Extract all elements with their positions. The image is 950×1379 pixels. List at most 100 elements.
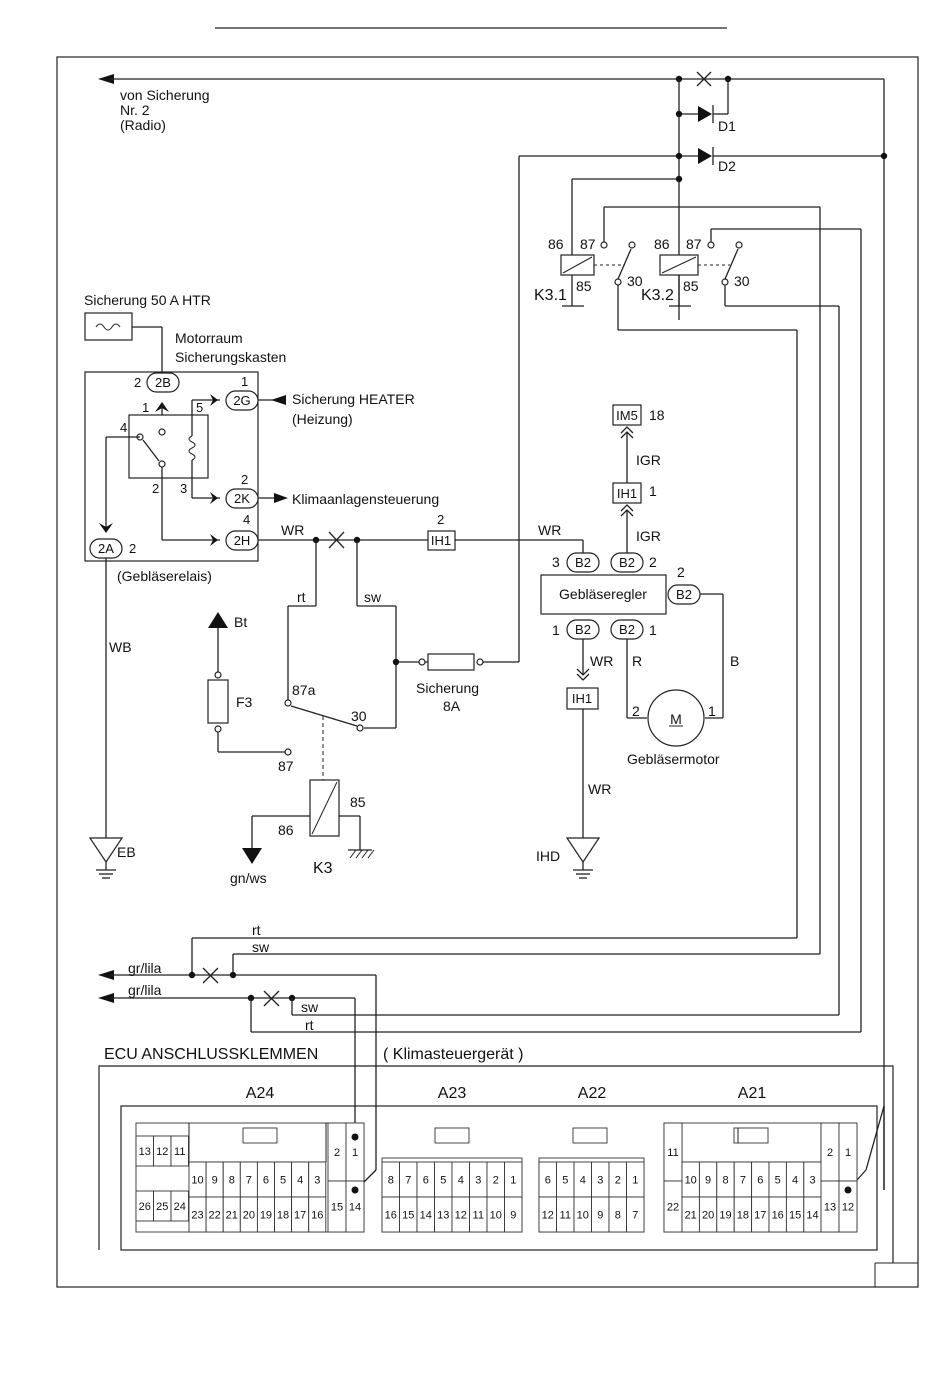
relay-pin-1: 1 xyxy=(142,400,149,415)
ecu-pin-number: 11 xyxy=(667,1147,678,1159)
sw-label-k3: sw xyxy=(364,589,382,605)
svg-text:B2: B2 xyxy=(575,555,591,570)
ecu-pin-number: 4 xyxy=(297,1175,303,1187)
svg-text:2H: 2H xyxy=(234,533,251,548)
rt-label-bottom: rt xyxy=(305,1017,314,1033)
ecu-pin-number: 9 xyxy=(510,1210,516,1222)
im5-pin-18: 18 xyxy=(649,407,665,423)
ecu-pin-number: 1 xyxy=(845,1147,851,1159)
ecu-inner-frame xyxy=(120,1105,878,1251)
ecu-pin-cell xyxy=(170,1135,189,1167)
bt-label: Bt xyxy=(234,614,247,630)
ecu-pin-number: 19 xyxy=(719,1210,731,1222)
ecu-pin-number: 15 xyxy=(789,1210,801,1222)
motor-pin-2: 2 xyxy=(632,703,640,719)
svg-text:IM5: IM5 xyxy=(616,408,638,423)
a24-label: A24 xyxy=(246,1085,275,1102)
ecu-pin-number: 11 xyxy=(560,1210,571,1222)
ecu-pin-number: 12 xyxy=(156,1146,168,1158)
blower-regulator: Gebläseregler xyxy=(540,574,667,615)
diode-d2 xyxy=(518,147,888,662)
k32-label: K3.2 xyxy=(641,287,674,304)
blower-motor-label: Gebläsermotor xyxy=(627,751,720,767)
r-label: R xyxy=(632,653,642,669)
ecu-pin-number: 17 xyxy=(754,1210,766,1222)
ecu-pin-number: 17 xyxy=(294,1210,306,1222)
ecu-pin-number: 1 xyxy=(352,1147,358,1159)
b-label: B xyxy=(730,653,739,669)
ecu-pin-number: 18 xyxy=(277,1210,289,1222)
ecu-pin-number: 2 xyxy=(615,1175,621,1187)
ecu-pin-number: 1 xyxy=(510,1175,516,1187)
ecu-pin-number: 24 xyxy=(174,1201,186,1213)
heater-fuse-label-2: (Heizung) xyxy=(292,411,353,427)
fuse-htr-label: Sicherung 50 A HTR xyxy=(84,292,211,308)
svg-text:B2: B2 xyxy=(575,622,591,637)
ecu-pin-number: 8 xyxy=(722,1175,728,1187)
d2-label: D2 xyxy=(718,158,736,174)
sw-label-bottom: sw xyxy=(301,999,319,1015)
ecu-pin-number: 7 xyxy=(246,1175,252,1187)
ecu-pin-number: 1 xyxy=(632,1175,638,1187)
blower-relay-label: (Gebläserelais) xyxy=(117,568,212,584)
ecu-pin-number: 7 xyxy=(740,1175,746,1187)
ecu-pin-number: 5 xyxy=(280,1175,286,1187)
k31-pin-86: 86 xyxy=(548,236,564,252)
connector-im5: IM5 xyxy=(612,404,642,483)
ecu-pin-number: 2 xyxy=(827,1147,833,1159)
ih1-pin-2: 2 xyxy=(437,512,444,527)
motorraum-label-2: Sicherungskasten xyxy=(175,349,286,365)
ecu-pin-number: 13 xyxy=(139,1146,151,1158)
svg-text:IH1: IH1 xyxy=(572,691,592,706)
connector-2k: 2K xyxy=(210,488,288,509)
from-fuse-label-3: (Radio) xyxy=(120,117,166,133)
rt-label-top: rt xyxy=(252,922,261,938)
fuse-8a-label-1: Sicherung xyxy=(416,680,479,696)
a23-label: A23 xyxy=(438,1085,467,1102)
relay-pin-4: 4 xyxy=(120,420,127,435)
ecu-pin-number: 4 xyxy=(458,1175,464,1187)
ecu-pin-number: 8 xyxy=(388,1175,394,1187)
blower-motor: M xyxy=(647,689,705,747)
ground-ihd xyxy=(565,837,601,879)
ecu-pin-number: 7 xyxy=(405,1175,411,1187)
ecu-pin-number: 12 xyxy=(455,1210,467,1222)
connector-ih1-c: IH1 xyxy=(566,687,599,838)
ecu-pin-number: 10 xyxy=(490,1210,502,1222)
ecu-pin-number: 5 xyxy=(562,1175,568,1187)
fuse-8a-label-2: 8A xyxy=(443,698,461,714)
svg-text:B2: B2 xyxy=(676,587,692,602)
igr-label-1: IGR xyxy=(636,452,661,468)
ecu-pin-number: 11 xyxy=(174,1146,185,1158)
ecu-pin-number: 13 xyxy=(437,1210,449,1222)
grlila-label-1: gr/lila xyxy=(128,960,162,976)
ecu-pin-number: 7 xyxy=(632,1210,638,1222)
ecu-pin-number: 10 xyxy=(191,1175,203,1187)
ecu-pin-number: 2 xyxy=(493,1175,499,1187)
b2-left-pin-1: 1 xyxy=(552,622,560,638)
ecu-pin-number: 23 xyxy=(191,1210,203,1222)
sw-label-top: sw xyxy=(252,939,270,955)
connector-ih1-a: IH1 xyxy=(427,530,456,551)
ecu-pin-number: 5 xyxy=(440,1175,446,1187)
connector-ih1-b: IH1 xyxy=(612,482,642,553)
pin-2k-num: 2 xyxy=(241,472,248,487)
wr-label-4: WR xyxy=(588,781,611,797)
a22-label: A22 xyxy=(578,1085,607,1102)
k3-pin-86: 86 xyxy=(278,822,294,838)
k32-pin-85: 85 xyxy=(683,278,699,294)
klima-label: Klimaanlagensteuerung xyxy=(292,491,439,507)
ecu-pin-cell xyxy=(838,1180,858,1233)
ecu-pin-cell xyxy=(308,1196,327,1233)
svg-text:B2: B2 xyxy=(619,622,635,637)
ecu-pin-number: 20 xyxy=(702,1210,714,1222)
grlila-label-2: gr/lila xyxy=(128,982,162,998)
ecu-pin-number: 6 xyxy=(545,1175,551,1187)
from-fuse-label-2: Nr. 2 xyxy=(120,102,150,118)
from-fuse-label-1: von Sicherung xyxy=(120,87,210,103)
b2-side-pin-2: 2 xyxy=(677,564,685,580)
ecu-pin-number: 3 xyxy=(475,1175,481,1187)
